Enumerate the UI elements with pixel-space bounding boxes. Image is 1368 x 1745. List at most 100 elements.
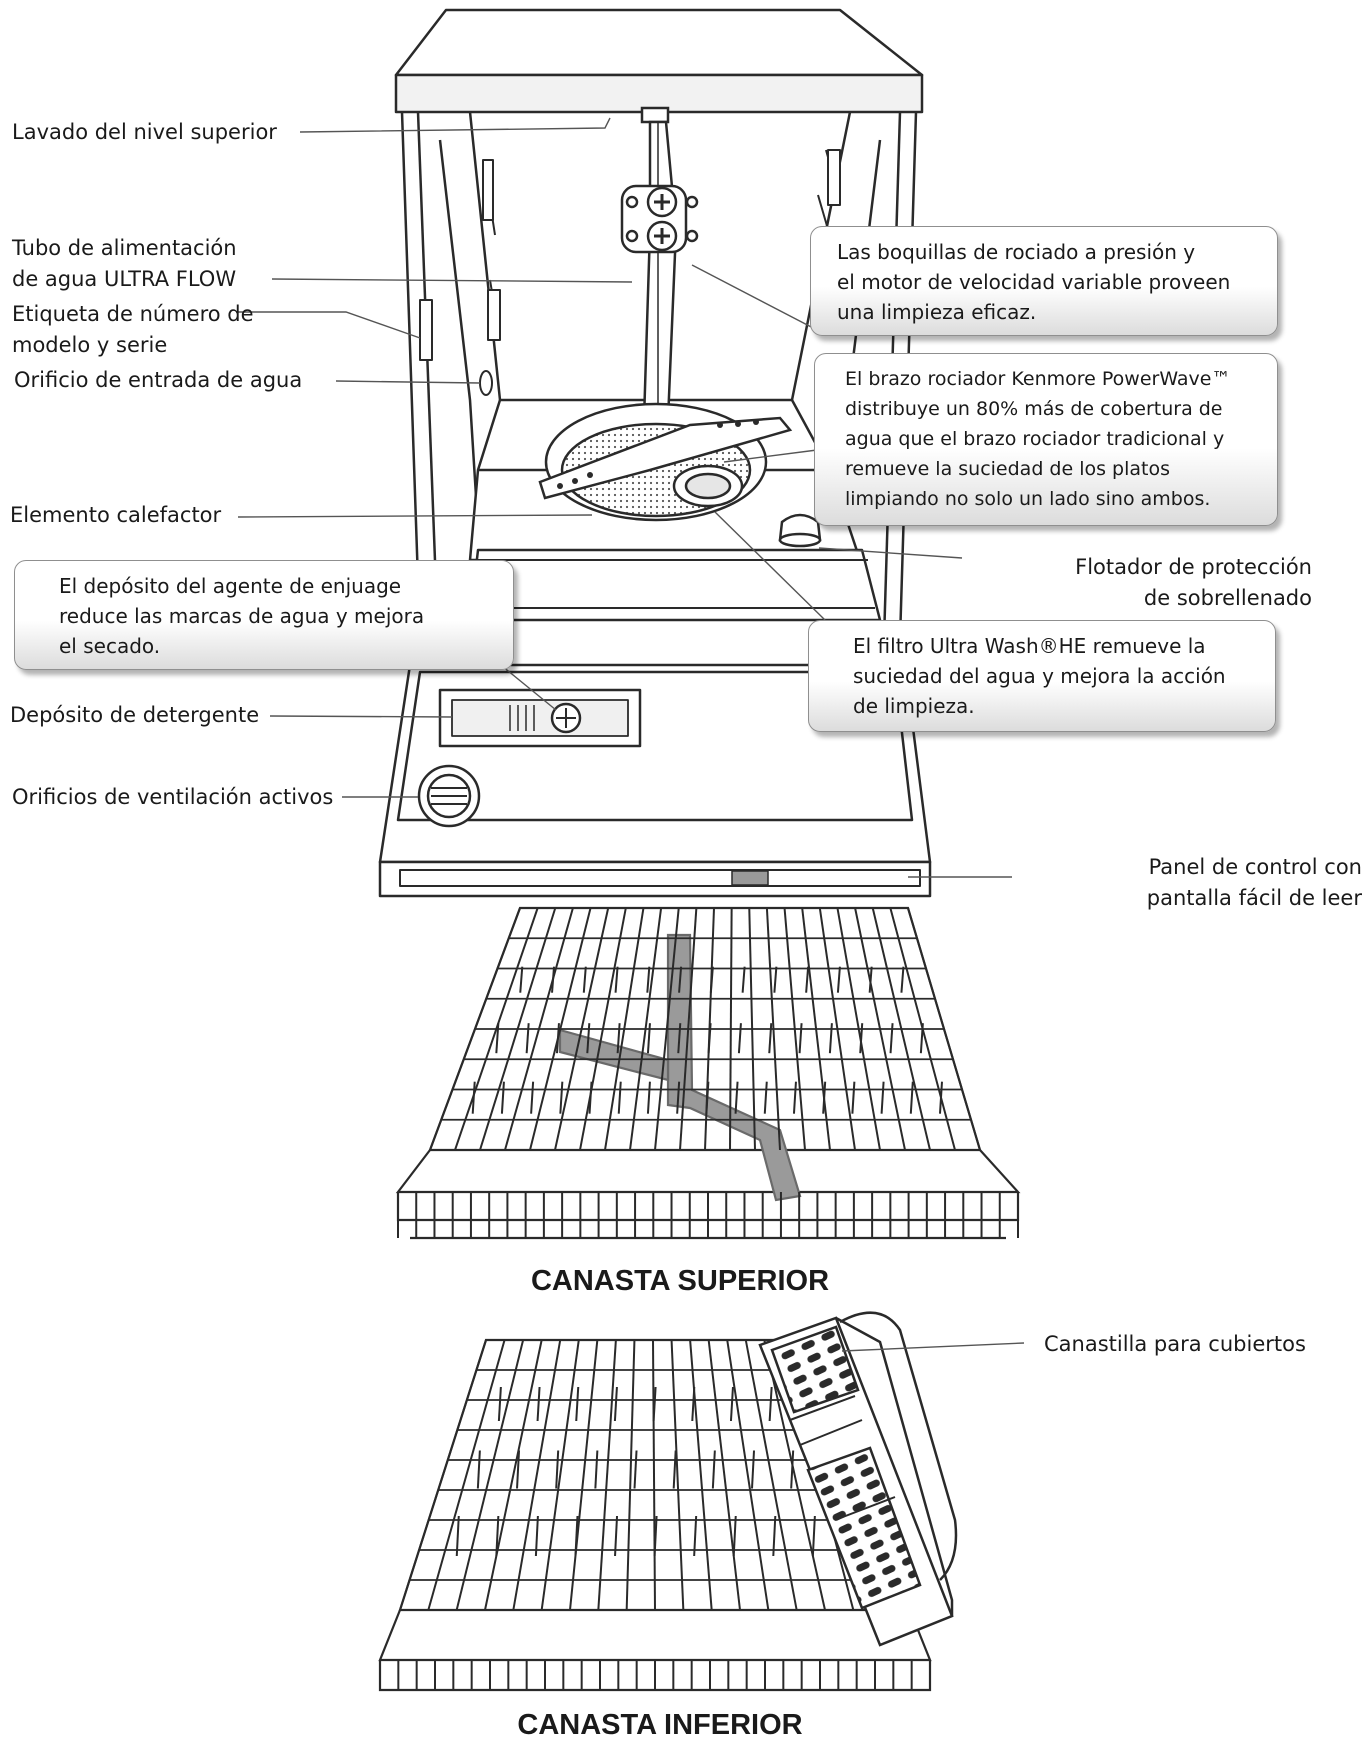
callout-spray-arm-line1: El brazo rociador Kenmore PowerWave™ — [845, 368, 1231, 390]
rack-tine — [652, 1386, 657, 1422]
rack-tine — [614, 1515, 619, 1557]
cabinet-top — [394, 8, 924, 77]
rack-tine — [536, 1386, 541, 1422]
label-heating-element: Elemento calefactor — [10, 500, 221, 531]
label-water-inlet-text: Orificio de entrada de agua — [14, 368, 303, 392]
rack-wire — [455, 1339, 525, 1611]
rack-tine — [709, 966, 714, 993]
rack-tine — [476, 1450, 481, 1489]
upper-spray-arm — [666, 933, 802, 1202]
callout-rinse-aid-line2: reduce las marcas de agua y mejora — [59, 604, 425, 628]
rack-tine — [909, 1081, 914, 1114]
rack-tine — [613, 1386, 618, 1422]
callout-spray-arm-line3: agua que el brazo rociador tradicional y — [845, 428, 1225, 450]
rack-tine — [500, 1081, 505, 1114]
label-detergent-text: Depósito de detergente — [10, 703, 260, 727]
rack-tine — [900, 966, 905, 993]
label-water-tube-line1: Tubo de alimentación — [12, 236, 237, 260]
rack-wire — [652, 1339, 656, 1611]
lower-basket-title: CANASTA INFERIOR — [517, 1709, 803, 1741]
rack-tine — [495, 1515, 500, 1557]
leader-lines — [236, 117, 1025, 1352]
callout-rinse-aid-line1: El depósito del agente de enjuage — [59, 574, 402, 598]
rack-tine — [851, 1081, 856, 1114]
rack-tine — [805, 966, 810, 993]
cabinet-top-front — [394, 73, 924, 114]
rack-tine — [737, 1023, 742, 1054]
rack-tine — [646, 966, 651, 993]
rack-tine — [741, 966, 746, 993]
rack-tine — [811, 1515, 816, 1557]
rack-tine — [633, 1450, 638, 1489]
rack-tine — [751, 1450, 756, 1489]
rack-tine — [822, 1081, 827, 1114]
callout-filter-line1: El filtro Ultra Wash®HE remueve la — [853, 634, 1206, 658]
rack-tine — [559, 1081, 564, 1114]
rack-tine — [497, 1386, 502, 1422]
rack-tine — [594, 1450, 599, 1489]
rack-tine — [938, 1081, 943, 1114]
rack-wire — [597, 1339, 617, 1611]
rack-tine — [617, 1081, 622, 1114]
label-control-panel-line1: Panel de control con — [1148, 855, 1362, 879]
upper-basket-title: CANASTA SUPERIOR — [530, 1265, 830, 1297]
label-vents-text: Orificios de ventilación activos — [12, 785, 334, 809]
rack-tine — [889, 1023, 894, 1054]
callout-nozzles-line2: el motor de velocidad variable proveen — [837, 270, 1231, 294]
rack-tine — [691, 1386, 696, 1422]
callout-nozzles: Las boquillas de rociado a presión y el … — [810, 226, 1278, 336]
label-model-serial: Etiqueta de número de modelo y serie — [12, 299, 254, 361]
rack-tine — [678, 966, 683, 993]
rack-tine — [582, 966, 587, 993]
label-model-serial-line2: modelo y serie — [12, 333, 168, 357]
rack-tine — [646, 1023, 651, 1054]
label-detergent: Depósito de detergente — [10, 700, 259, 731]
rack-tine — [790, 1450, 795, 1489]
label-control-panel: Panel de control con pantalla fácil de l… — [1147, 852, 1362, 914]
label-overfill-float-line1: Flotador de protección — [1075, 555, 1312, 579]
rack-tine — [530, 1081, 535, 1114]
dishwasher-door — [378, 548, 932, 898]
label-water-tube: Tubo de alimentación de agua ULTRA FLOW — [12, 233, 237, 295]
label-overfill-float-line2: de sobrellenado — [1143, 586, 1312, 610]
rack-wire — [689, 1339, 713, 1611]
label-upper-wash: Lavado del nivel superior — [12, 117, 277, 148]
callout-spray-arm-line4: remueve la suciedad de los platos — [845, 458, 1171, 480]
callout-rinse-aid: El depósito del agente de enjuage reduce… — [14, 560, 514, 670]
label-control-panel-line2: pantalla fácil de leer — [1146, 886, 1362, 910]
callout-spray-arm-line2: distribuye un 80% más de cobertura de — [845, 398, 1223, 420]
rack-tine — [516, 1450, 521, 1489]
water-inlet — [479, 370, 493, 396]
rack-tine — [672, 1450, 677, 1489]
rack-tine — [555, 1450, 560, 1489]
rack-tine — [646, 1081, 651, 1114]
rack-tine — [588, 1081, 593, 1114]
upper-basket-drawing — [395, 906, 1021, 1240]
rack-tine — [732, 1515, 737, 1557]
label-vents: Orificios de ventilación activos — [12, 782, 333, 813]
rack-tine — [555, 1023, 560, 1054]
rack-tine — [519, 966, 524, 993]
callout-nozzles-line3: una limpieza eficaz. — [837, 300, 1037, 324]
rack-tine — [798, 1023, 803, 1054]
callout-spray-arm: El brazo rociador Kenmore PowerWave™ dis… — [814, 353, 1278, 526]
rack-tine — [729, 1386, 734, 1422]
lower-wash-assembly — [538, 402, 822, 548]
rack-tine — [471, 1081, 476, 1114]
rack-tine — [859, 1023, 864, 1054]
rack-tine — [705, 1081, 710, 1114]
rack-tine — [574, 1515, 579, 1557]
callout-filter-line2: suciedad del agua y mejora la acción — [853, 664, 1226, 688]
rack-tine — [919, 1023, 924, 1054]
rack-wire — [625, 1339, 636, 1611]
silverware-basket — [758, 1311, 958, 1647]
callout-spray-arm-line5: limpiando no solo un lado sino ambos. — [845, 488, 1211, 510]
rack-tine — [693, 1515, 698, 1557]
rack-wire — [670, 1339, 685, 1611]
rack-tine — [676, 1081, 681, 1114]
lower-basket-drawing — [378, 1311, 958, 1692]
rack-tine — [525, 1023, 530, 1054]
rack-tine — [792, 1081, 797, 1114]
